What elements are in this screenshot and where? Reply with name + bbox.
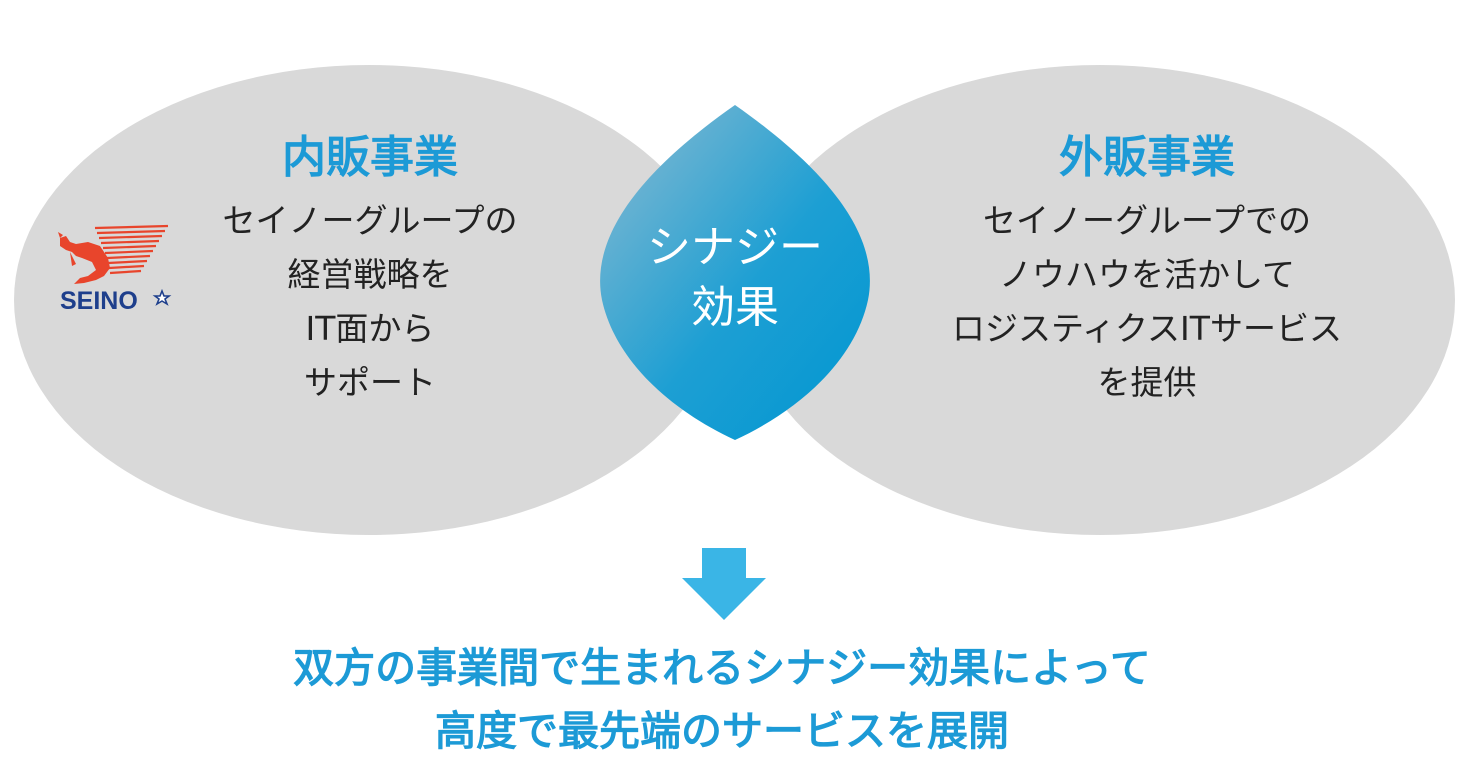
- left-circle-title: 内販事業: [282, 132, 458, 183]
- synergy-label-line-1: シナジー: [647, 222, 823, 273]
- right-circle-line-3: ロジスティクスITサービス: [952, 309, 1342, 348]
- left-circle-line-2: 経営戦略を: [288, 255, 453, 294]
- right-circle: [745, 65, 1455, 535]
- left-circle-line-1: セイノーグループの: [222, 201, 517, 240]
- down-arrow-icon: [682, 548, 766, 620]
- right-circle-line-2: ノウハウを活かして: [999, 255, 1295, 294]
- conclusion-line-1: 双方の事業間で生まれるシナジー効果によって: [293, 644, 1151, 692]
- synergy-lens: [600, 105, 870, 440]
- right-circle-line-1: セイノーグループでの: [983, 201, 1311, 240]
- right-circle-line-4: を提供: [1098, 363, 1197, 402]
- conclusion-line-2: 高度で最先端のサービスを展開: [435, 707, 1009, 755]
- left-circle-line-4: サポート: [304, 363, 436, 402]
- left-circle: [14, 65, 724, 535]
- star-icon: [152, 288, 172, 306]
- seino-logo-text: SEINO: [60, 287, 138, 315]
- seino-logo: SEINO: [58, 224, 172, 315]
- left-circle-line-3: IT面から: [306, 309, 435, 348]
- right-circle-title: 外販事業: [1059, 132, 1235, 183]
- kangaroo-icon: [58, 224, 169, 284]
- synergy-label-line-2: 効果: [691, 282, 779, 333]
